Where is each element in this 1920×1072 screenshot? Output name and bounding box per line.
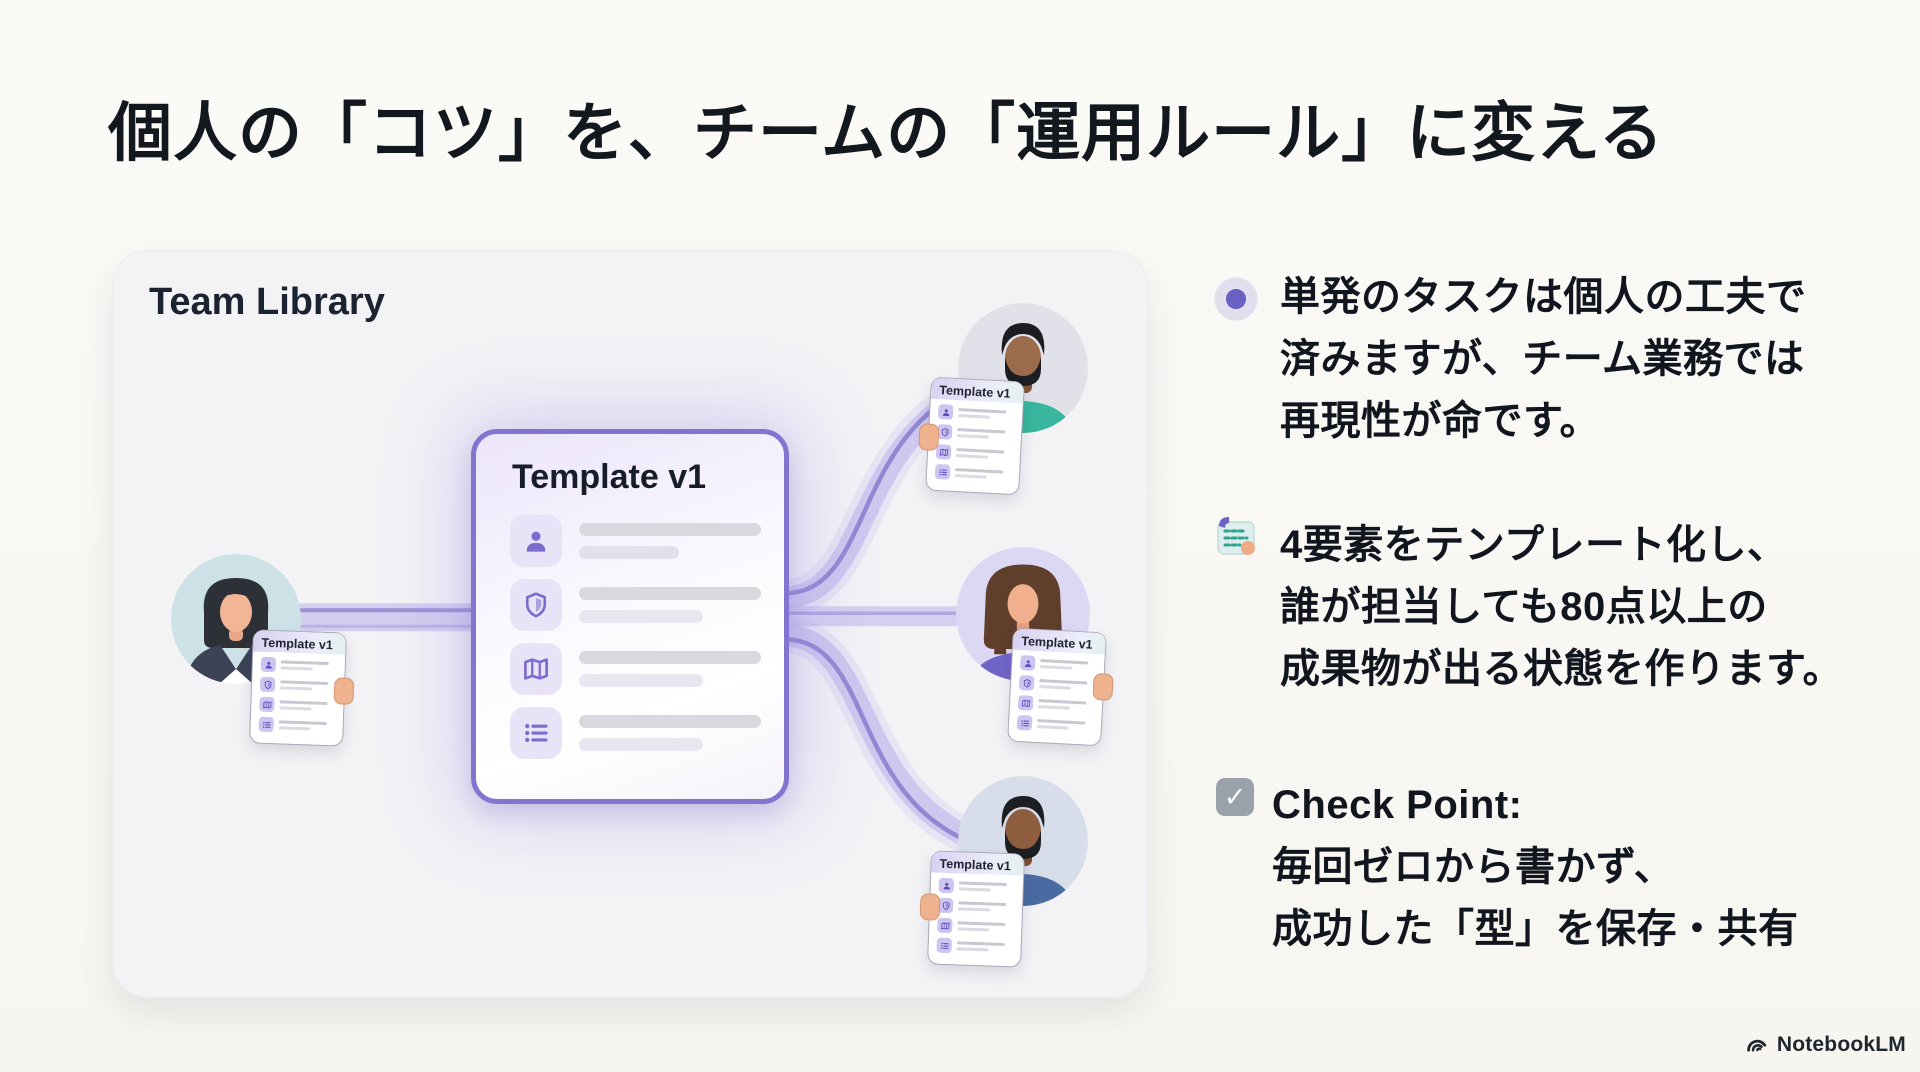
shield-icon [510, 579, 562, 631]
hand [919, 893, 941, 921]
template-card-rows [476, 497, 784, 759]
bullet-3-text: Check Point: 毎回ゼロから書かず、 成功した「型」を保存・共有 [1272, 783, 1799, 951]
placeholder-bars [579, 651, 761, 687]
map-icon [935, 443, 952, 460]
hand [1092, 672, 1114, 701]
template-row-persona [510, 515, 784, 567]
bullet-dot-icon [1213, 276, 1259, 322]
map-icon [510, 643, 562, 695]
template-card-title: Template v1 [512, 458, 707, 496]
list-icon [936, 937, 952, 954]
user-icon [1019, 655, 1036, 671]
hand [918, 423, 940, 452]
map-icon [1017, 694, 1034, 711]
list-icon [934, 463, 951, 480]
mini-template-card-left: Template v1 [249, 629, 355, 747]
mini-card-title: Template v1 [931, 851, 1024, 876]
mini-template-card-middle-right: Template v1 [1007, 627, 1114, 747]
mini-card-title: Template v1 [1012, 628, 1106, 655]
placeholder-bars [579, 587, 761, 623]
template-row-checklist [510, 707, 784, 759]
user-icon [510, 515, 562, 567]
list-icon [510, 707, 562, 759]
team-library-panel: Team Library [112, 250, 1148, 998]
checkmark-glyph: ✓ [1223, 781, 1247, 812]
notebooklm-logo-icon [1747, 1039, 1767, 1052]
checkbox-icon: ✓ [1216, 778, 1254, 816]
placeholder-bars [579, 715, 761, 751]
template-v1-card: Template v1 [471, 429, 789, 804]
mini-card-title: Template v1 [253, 630, 346, 655]
hand [333, 677, 355, 705]
page-title: 個人の「コツ」を、チームの「運用ルール」に変える [108, 97, 1665, 169]
user-icon [260, 656, 277, 673]
brand-footer: NotebookLM [1744, 1033, 1906, 1057]
panel-title: Team Library [149, 281, 385, 323]
mini-template-card-bottom-right: Template v1 [919, 850, 1025, 968]
template-row-guardrail [510, 579, 784, 631]
template-doc-icon [1217, 517, 1255, 555]
brand-name: NotebookLM [1776, 1033, 1906, 1056]
mini-template-card-top-right: Template v1 [918, 376, 1025, 496]
list-icon [1016, 714, 1033, 731]
list-icon [258, 716, 274, 733]
template-row-map [510, 643, 784, 695]
shield-icon [259, 676, 276, 693]
placeholder-bars [579, 523, 761, 559]
map-icon [259, 696, 275, 713]
shield-icon [1018, 675, 1035, 691]
bullet-1-text: 単発のタスクは個人の工夫で 済みますが、チーム業務では 再現性が命です。 [1280, 275, 1807, 443]
user-icon [938, 877, 955, 894]
bullet-2-text: 4要素をテンプレート化し、 誰が担当しても80点以上の 成果物が出る状態を作りま… [1280, 523, 1843, 691]
user-icon [937, 404, 954, 420]
mini-card-title: Template v1 [930, 377, 1024, 404]
map-icon [937, 917, 953, 934]
